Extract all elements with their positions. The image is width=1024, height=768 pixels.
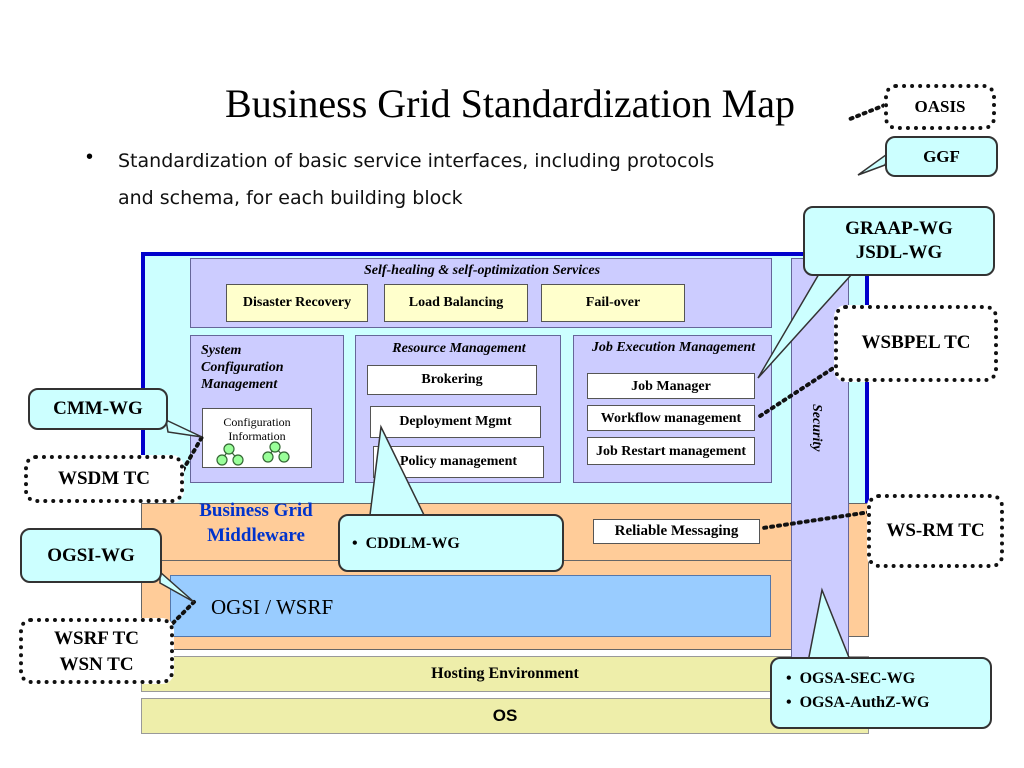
ogsi-wg-callout: OGSI-WG [20,528,162,583]
ogsi-wsrf-label: OGSI / WSRF [211,595,334,619]
business-grid-middleware-label: Business Grid Middleware [199,500,313,546]
ggf-callout: GGF [885,136,998,177]
brokering-box: Brokering [367,365,537,395]
job-manager-box: Job Manager [587,373,755,399]
reliable-messaging-box: Reliable Messaging [593,519,760,544]
oasis-callout: OASIS [884,84,996,130]
cddlm-callout: • CDDLM-WG [338,514,564,572]
load-balancing-box: Load Balancing [384,284,528,322]
policy-management-box: Policy management [373,446,544,478]
ws-rm-callout: WS-RM TC [867,494,1004,568]
ogsa-item: • OGSA-AuthZ-WG [786,694,930,711]
ogsa-sec-callout: • OGSA-SEC-WG • OGSA-AuthZ-WG [770,657,992,729]
wsbpel-callout: WSBPEL TC [834,305,998,382]
deployment-mgmt-box: Deployment Mgmt [370,406,541,438]
job-restart-management-box: Job Restart management [587,437,755,465]
wsrf-wsn-callout: WSRF TC WSN TC [19,618,174,684]
fail-over-box: Fail-over [541,284,685,322]
workflow-management-box: Workflow management [587,405,755,431]
ogsi-wsrf-layer: OGSI / WSRF [170,575,771,637]
hosting-environment-layer: Hosting Environment [141,656,869,692]
page-title: Business Grid Standardization Map [225,81,795,126]
bullet-marker: • [86,146,94,168]
job-execution-label: Job Execution Management [591,340,756,355]
resource-management-label: Resource Management [392,341,526,356]
cddlm-bullet: • [352,535,358,552]
cmm-wg-callout: CMM-WG [28,388,168,430]
configuration-information-box: Configuration Information [202,408,312,468]
bullet-text: Standardization of basic service interfa… [118,143,778,217]
disaster-recovery-box: Disaster Recovery [226,284,368,322]
bullet-line-1: Standardization of basic service interfa… [118,150,715,172]
security-label: Security [809,404,824,452]
self-healing-label: Self-healing & self-optimization Service… [363,263,601,278]
graap-jsdl-callout: GRAAP-WG JSDL-WG [803,206,995,276]
system-config-label: System Configuration Management [201,343,284,392]
wsdm-callout: WSDM TC [24,455,184,503]
ogsa-item: • OGSA-SEC-WG [786,670,916,687]
os-layer: OS [141,698,869,734]
bullet-line-2: and schema, for each building block [118,187,463,209]
